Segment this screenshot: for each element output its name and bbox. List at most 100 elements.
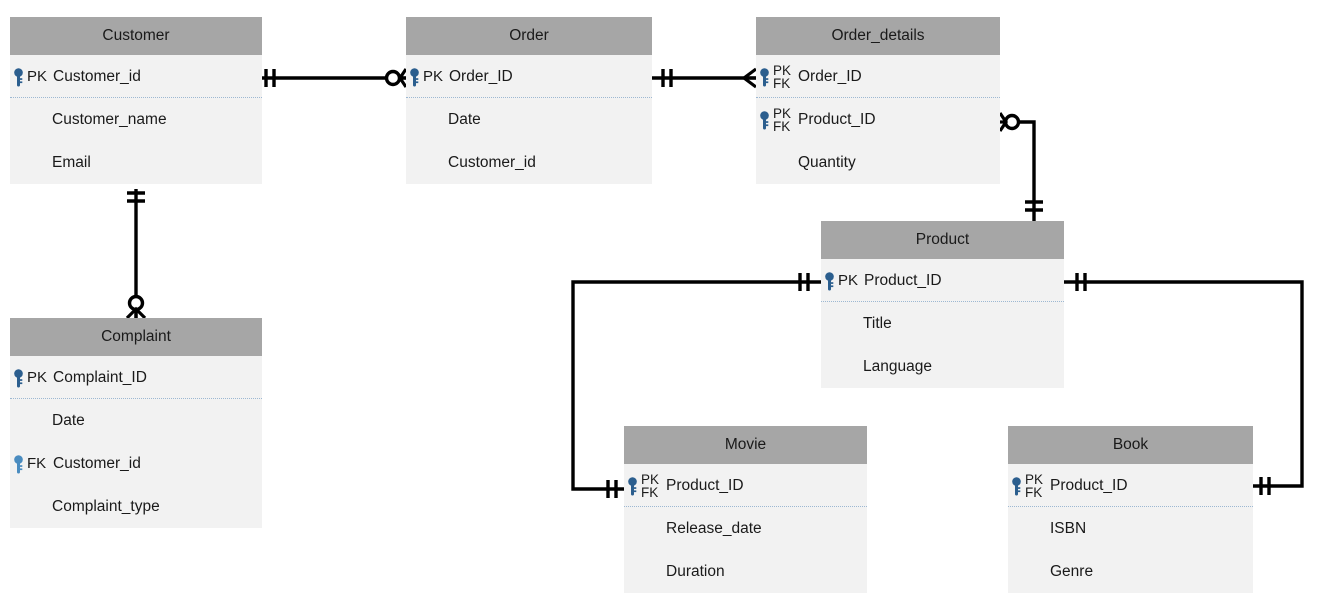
attribute-row[interactable]: PK Complaint_ID <box>10 356 262 399</box>
pkfk-key-icon <box>626 475 640 497</box>
attribute-row[interactable]: PK Order_ID <box>406 55 652 98</box>
pk-key-icon <box>823 270 837 292</box>
attribute-name: Product_ID <box>1050 476 1128 494</box>
key-label-text: PK <box>27 68 48 85</box>
attribute-name: Customer_name <box>52 110 167 128</box>
attribute-name: ISBN <box>1050 519 1087 537</box>
key-label: PK <box>837 272 859 289</box>
attribute-row[interactable]: Duration <box>624 550 867 593</box>
attribute-row[interactable]: Title <box>821 302 1064 345</box>
attribute-name: Complaint_ID <box>53 368 147 386</box>
attribute-name: Order_ID <box>449 67 513 85</box>
attribute-row[interactable]: PK Customer_id <box>10 55 262 98</box>
key-label-text: FK <box>27 455 47 472</box>
attribute-row[interactable]: Customer_id <box>406 141 652 184</box>
attribute-name: Customer_id <box>53 454 141 472</box>
attribute-row[interactable]: Release_date <box>624 507 867 550</box>
attribute-name: Product_ID <box>798 110 876 128</box>
key-label-fk: FK <box>641 484 659 500</box>
attribute-row[interactable]: Date <box>406 98 652 141</box>
attribute-name: Genre <box>1050 562 1094 580</box>
pk-key-icon <box>408 66 422 88</box>
key-label: PK <box>422 68 444 85</box>
key-label-fk: FK <box>773 118 791 134</box>
attribute-row[interactable]: PK Product_ID <box>821 259 1064 302</box>
pkfk-key-icon <box>758 109 772 131</box>
attribute-row[interactable]: Date <box>10 399 262 442</box>
entity-title-order_details: Order_details <box>756 17 1000 55</box>
attribute-row[interactable]: Genre <box>1008 550 1253 593</box>
connector-orderdetails-product <box>998 112 1043 221</box>
key-label: FK <box>26 455 48 472</box>
attribute-name: Order_ID <box>798 67 862 85</box>
key-label-pk: PK <box>1025 471 1044 487</box>
attribute-name: Date <box>448 110 481 128</box>
pk-key-icon <box>12 367 26 389</box>
attribute-name: Date <box>52 411 85 429</box>
attribute-row[interactable]: ISBN <box>1008 507 1253 550</box>
connector-order-orderdetails <box>652 67 757 89</box>
attribute-row[interactable]: Complaint_type <box>10 485 262 528</box>
attribute-row[interactable]: FK Customer_id <box>10 442 262 485</box>
attribute-row[interactable]: Customer_name <box>10 98 262 141</box>
key-label-text: PK <box>838 272 859 289</box>
key-label: PK <box>26 369 48 386</box>
key-label-pk: PK <box>641 471 660 487</box>
fk-key-icon <box>12 453 26 475</box>
attribute-name: Release_date <box>666 519 762 537</box>
attribute-name: Language <box>863 357 932 375</box>
attribute-name: Title <box>863 314 892 332</box>
attribute-name: Customer_id <box>448 153 536 171</box>
attribute-row[interactable]: Quantity <box>756 141 1000 184</box>
entity-title-order: Order <box>406 17 652 55</box>
attribute-row[interactable]: Language <box>821 345 1064 388</box>
attribute-row[interactable]: Email <box>10 141 262 184</box>
entity-title-book: Book <box>1008 426 1253 464</box>
entity-title-movie: Movie <box>624 426 867 464</box>
connector-customer-complaint <box>125 189 147 320</box>
attribute-name: Product_ID <box>864 271 942 289</box>
attribute-name: Duration <box>666 562 725 580</box>
pkfk-key-icon <box>1010 475 1024 497</box>
attribute-name: Complaint_type <box>52 497 160 515</box>
pk-key-icon <box>12 66 26 88</box>
attribute-name: Quantity <box>798 153 856 171</box>
entity-title-complaint: Complaint <box>10 318 262 356</box>
pkfk-key-icon <box>758 66 772 88</box>
entity-title-product: Product <box>821 221 1064 259</box>
attribute-name: Customer_id <box>53 67 141 85</box>
key-label-pk: PK <box>773 62 792 78</box>
attribute-name: Email <box>52 153 91 171</box>
key-label-fk: FK <box>1025 484 1043 500</box>
connector-customer-order <box>262 68 408 88</box>
key-label-text: PK <box>27 369 48 386</box>
key-label: PK <box>26 68 48 85</box>
